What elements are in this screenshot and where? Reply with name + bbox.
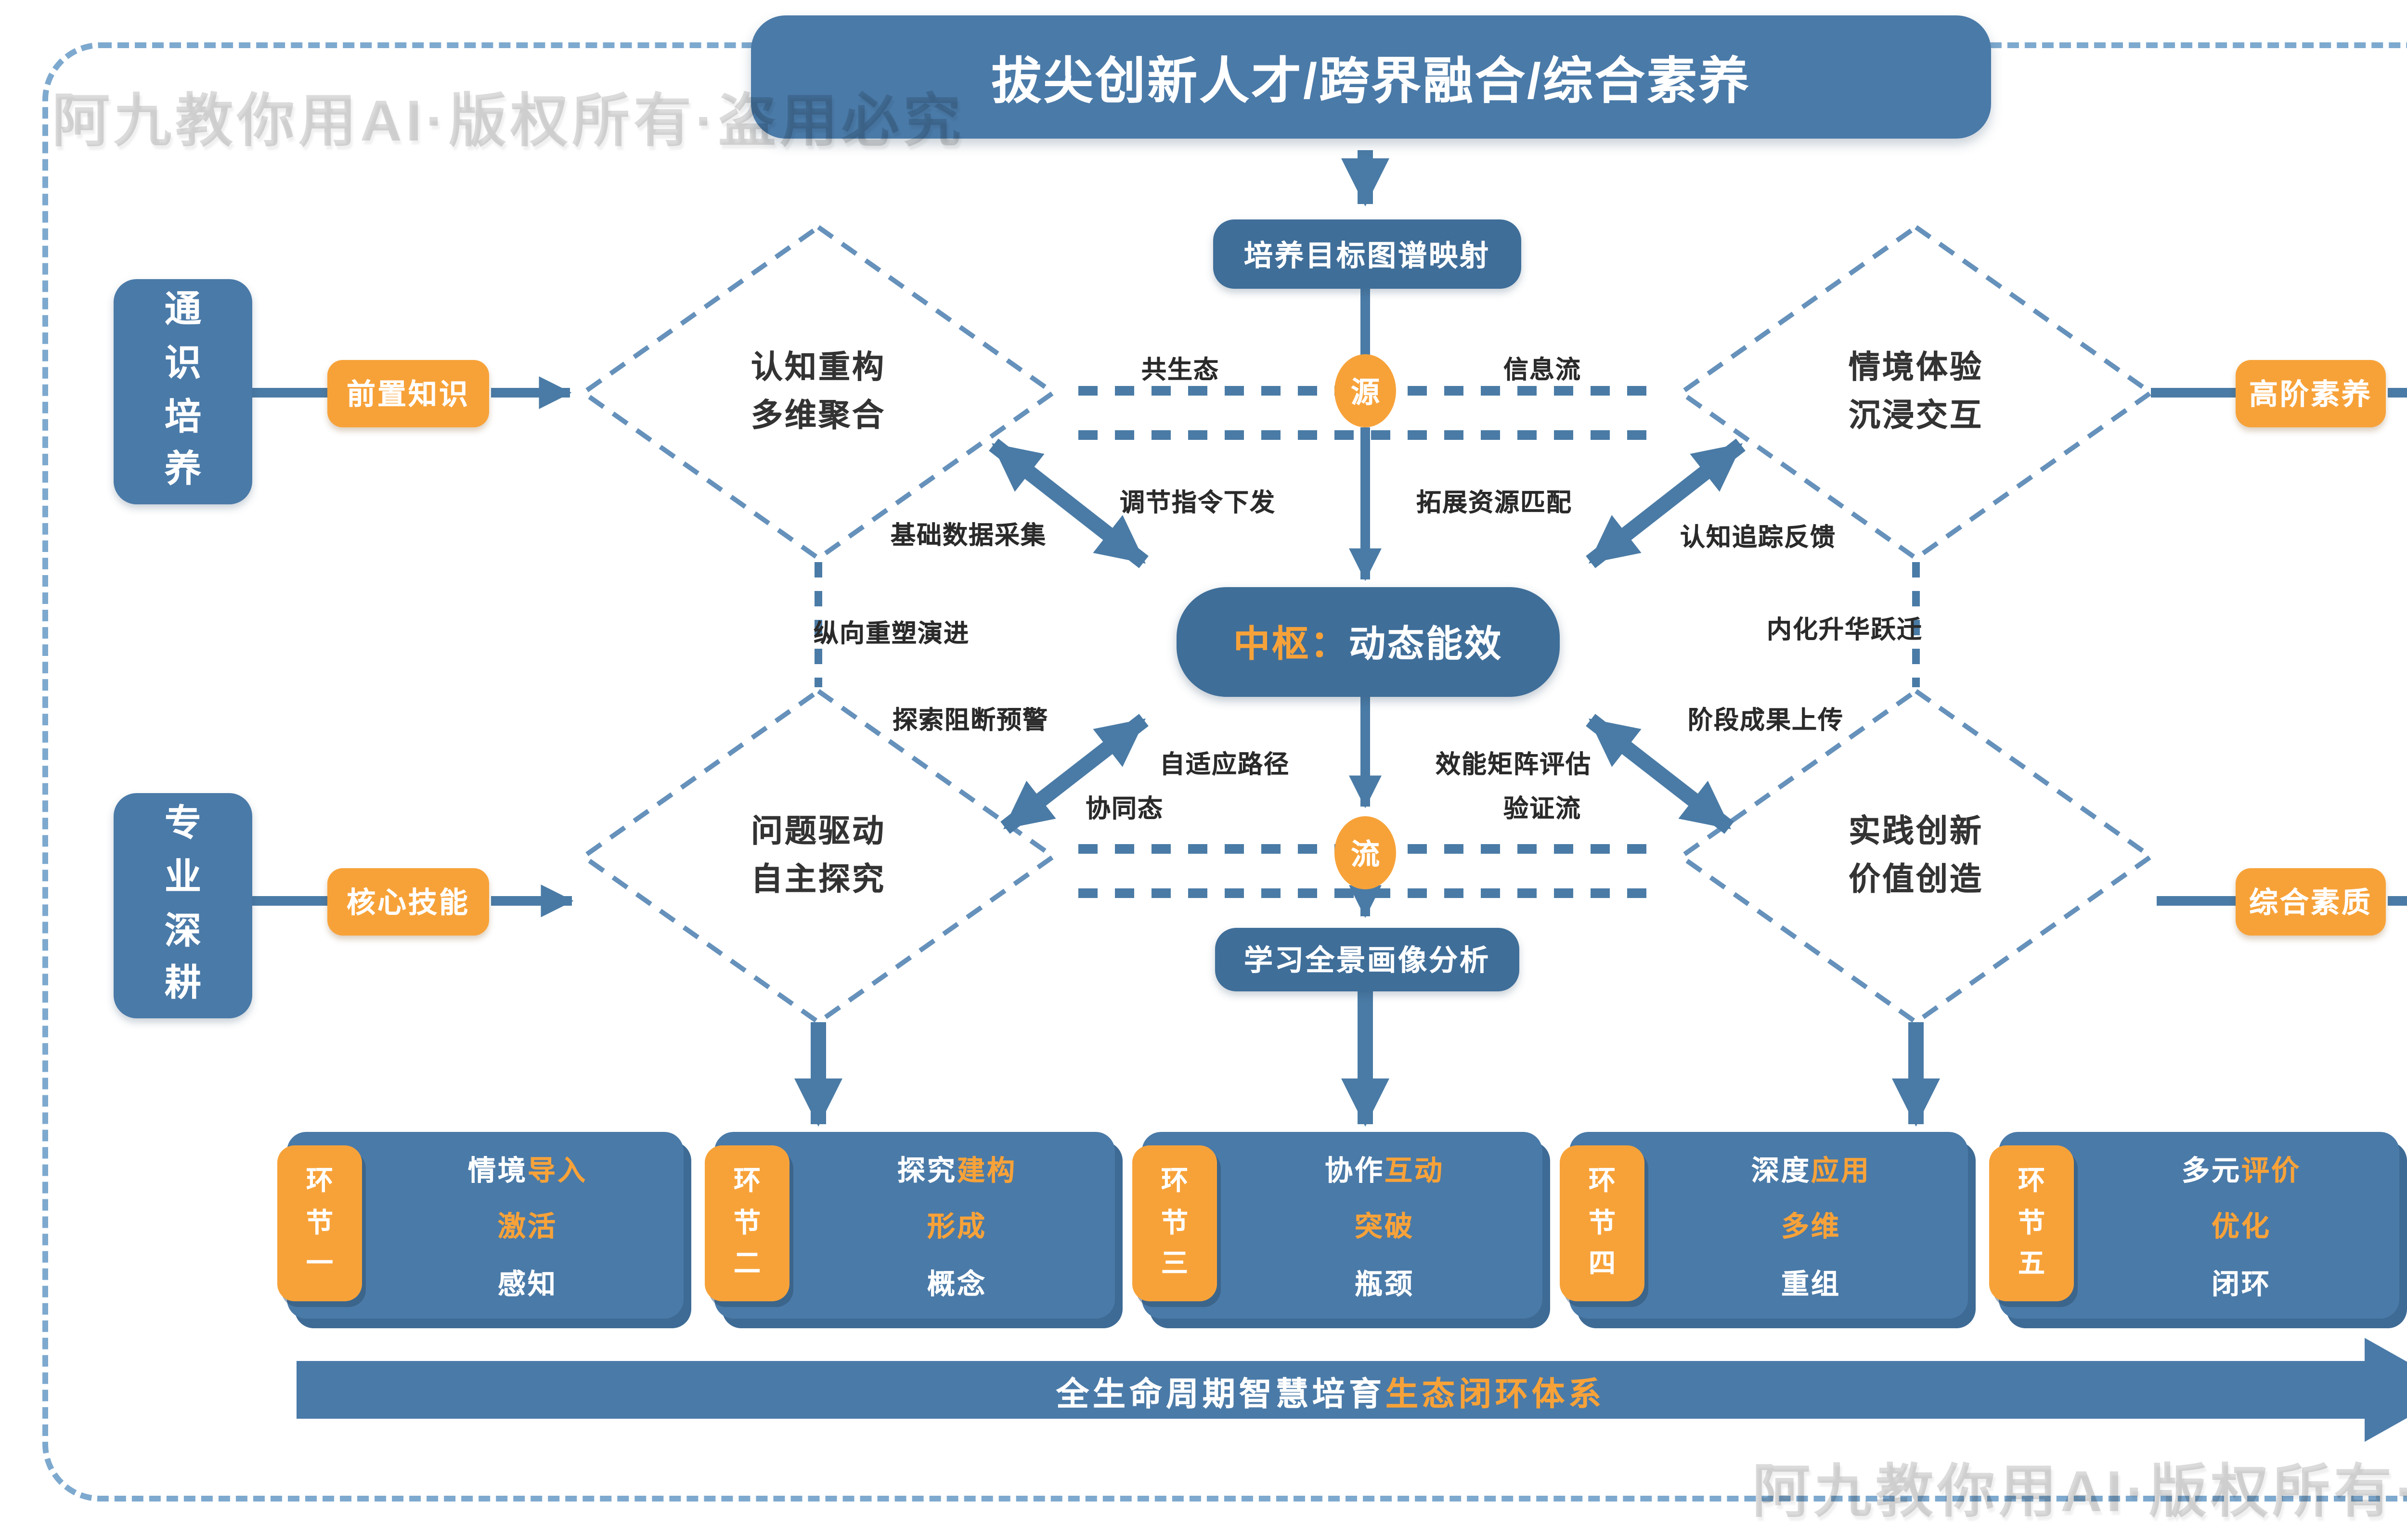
label-adaptive-path: 自适应路径 <box>1159 750 1290 779</box>
step-tab-4: 环节四 <box>1560 1145 1644 1301</box>
label-explore-alert: 探索阻断预警 <box>892 706 1049 734</box>
label-efficiency-eval: 效能矩阵评估 <box>1435 750 1592 779</box>
analysis-box: 学习全景画像分析 <box>1215 928 1519 991</box>
label-stage-upload: 阶段成果上传 <box>1687 706 1844 734</box>
label-verify-flow: 验证流 <box>1503 794 1582 823</box>
hub-name: 动态能效 <box>1349 626 1503 666</box>
step-box-4: 环节四 深度应用 多维 重组 <box>1560 1132 1968 1319</box>
page-title: 拔尖创新人才/跨界融合/综合素养 <box>751 15 1991 139</box>
tag-overall-quality: 综合素质 <box>2236 868 2386 936</box>
label-cognition-feedback: 认知追踪反馈 <box>1680 523 1837 552</box>
label-vertical-reshape: 纵向重塑演进 <box>813 619 970 648</box>
label-resource-match: 拓展资源匹配 <box>1416 488 1573 517</box>
source-node: 源 <box>1334 354 1396 427</box>
step-box-2: 环节二 探究建构 形成 概念 <box>705 1132 1115 1319</box>
side-box-general-edu: 通识培养 <box>114 279 252 504</box>
side-box-major-depth: 专业深耕 <box>114 793 252 1018</box>
label-internalize-leap: 内化升华跃迁 <box>1766 615 1923 644</box>
step-box-5: 环节五 多元评价 优化 闭环 <box>1989 1132 2399 1319</box>
label-collab-state: 协同态 <box>1085 794 1164 823</box>
label-symbiosis: 共生态 <box>1141 355 1220 384</box>
step-tab-5: 环节五 <box>1989 1145 2074 1301</box>
tag-core-skills: 核心技能 <box>327 868 489 936</box>
tag-prior-knowledge: 前置知识 <box>327 360 489 427</box>
step-box-1: 环节一 情境导入 激活 感知 <box>277 1132 684 1319</box>
banner-label: 全生命周期智慧培育生态闭环体系 <box>1056 1375 1605 1412</box>
label-base-data: 基础数据采集 <box>890 521 1047 550</box>
step-tab-2: 环节二 <box>705 1145 789 1301</box>
label-info-flow: 信息流 <box>1503 355 1582 384</box>
diamond-label-top-right: 情境体验沉浸交互 <box>1849 351 1983 433</box>
hub-prefix: 中枢： <box>1233 626 1349 666</box>
diamond-label-bottom-left: 问题驱动自主探究 <box>751 815 886 897</box>
flow-node: 流 <box>1334 816 1396 889</box>
hub-box: 中枢：动态能效 <box>1177 587 1560 697</box>
label-cmd-down: 调节指令下发 <box>1119 488 1276 517</box>
watermark-bottom: 阿九教你用AI·版权所有·盗用必究 <box>1752 1461 2407 1525</box>
watermark-top: 阿九教你用AI·版权所有·盗用必究 <box>52 90 965 154</box>
step-box-3: 环节三 协作互动 突破 瓶颈 <box>1132 1132 1542 1319</box>
step-tab-1: 环节一 <box>277 1145 362 1301</box>
diamond-label-bottom-right: 实践创新价值创造 <box>1849 815 1983 897</box>
diamond-label-top-left: 认知重构多维聚合 <box>751 351 886 433</box>
step-tab-3: 环节三 <box>1132 1145 1217 1301</box>
mapping-box: 培养目标图谱映射 <box>1213 219 1521 289</box>
tag-advanced-literacy: 高阶素养 <box>2236 360 2386 427</box>
